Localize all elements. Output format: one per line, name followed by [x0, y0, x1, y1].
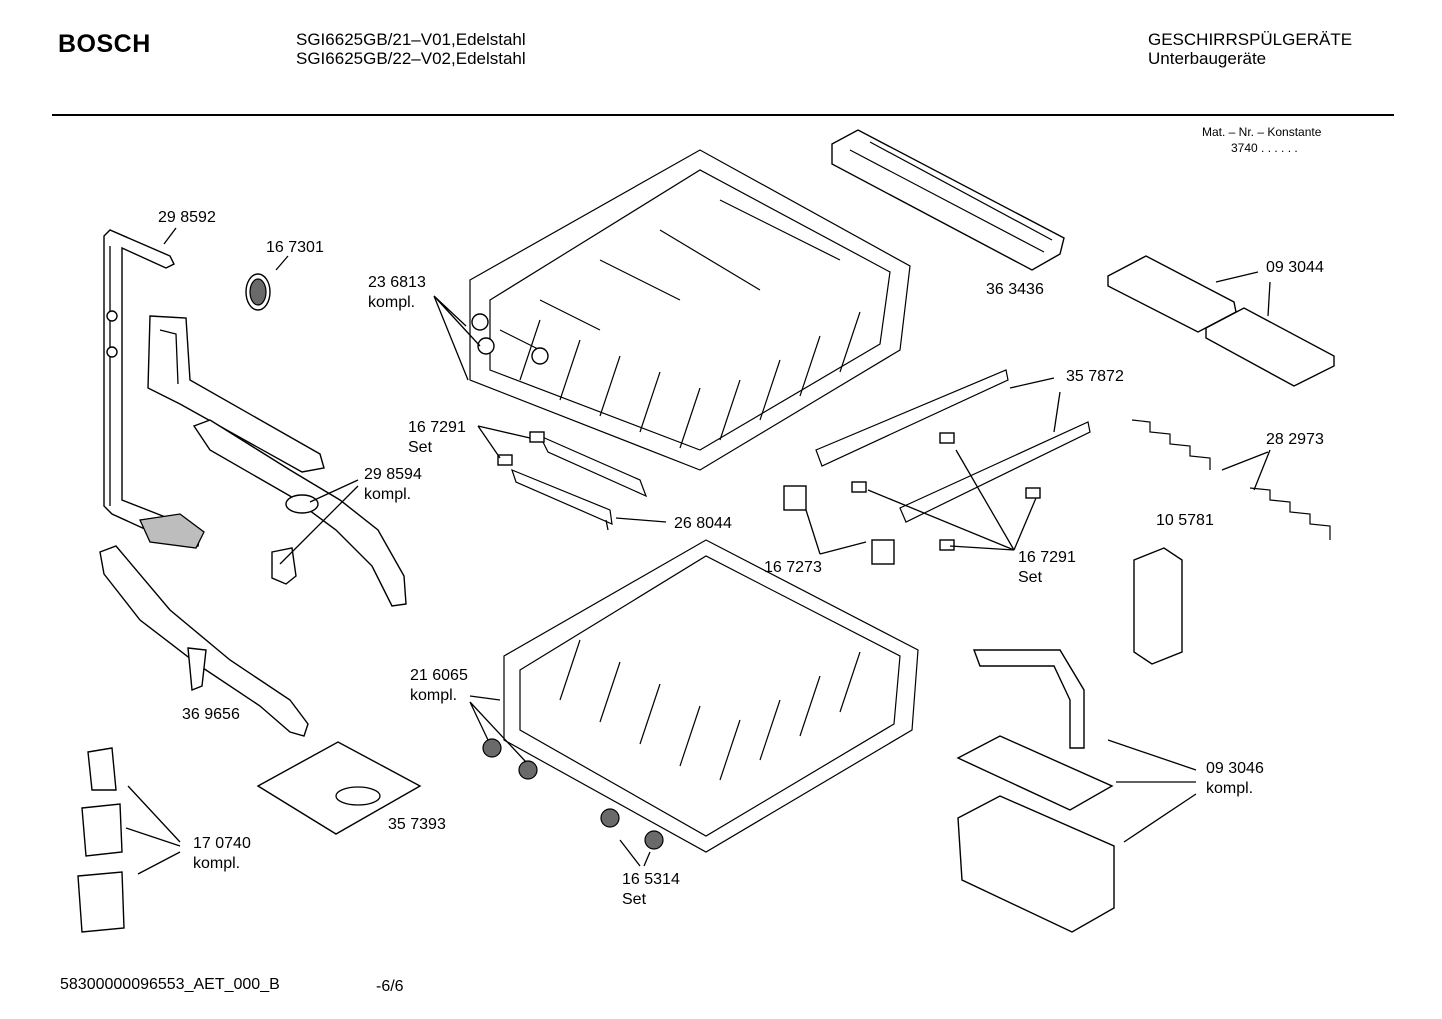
part-qualifier: Set: [1018, 569, 1043, 586]
cutlery-tray: [831, 129, 1065, 271]
part-number: 09 3044: [1266, 259, 1324, 276]
clips: [497, 431, 1041, 565]
tine-rows: [815, 369, 1091, 523]
part-label-167291-lower: 16 7291 Set: [1018, 548, 1076, 588]
part-label-216065: 21 6065 kompl.: [410, 666, 468, 706]
header-divider: [52, 114, 1394, 116]
lower-dish-basket: [503, 539, 919, 853]
lower-spray-arm: [99, 545, 309, 737]
part-label-268044: 26 8044: [674, 514, 732, 534]
spray-pipe-upper: [147, 315, 325, 473]
subcategory-line: Unterbaugeräte: [1148, 49, 1267, 68]
part-qualifier: Set: [622, 891, 647, 908]
part-qualifier: kompl.: [368, 294, 416, 311]
material-constant-value: 3740 . . . . . .: [1231, 141, 1298, 155]
part-label-167301: 16 7301: [266, 238, 324, 258]
part-label-093044: 09 3044: [1266, 258, 1324, 278]
part-label-167273: 16 7273: [764, 558, 822, 578]
part-number: 17 0740: [193, 835, 251, 852]
part-number: 35 7872: [1066, 368, 1124, 385]
part-number: 23 6813: [368, 274, 426, 291]
model-line: SGI6625GB/22–V02,Edelstahl: [296, 49, 526, 68]
cutlery-basket: [956, 649, 1115, 933]
part-qualifier: kompl.: [193, 855, 241, 872]
part-number: 16 7273: [764, 559, 822, 576]
part-number: 16 7291: [1018, 549, 1076, 566]
part-number: 16 7301: [266, 239, 324, 256]
part-label-167291-upper: 16 7291 Set: [408, 418, 466, 458]
part-number: 29 8592: [158, 209, 216, 226]
part-qualifier: kompl.: [1206, 780, 1254, 797]
cup-racks: [1107, 255, 1335, 387]
part-number: 09 3046: [1206, 760, 1264, 777]
appliance-category: GESCHIRRSPÜLGERÄTE Unterbaugeräte: [1148, 30, 1352, 68]
part-number: 10 5781: [1156, 512, 1214, 529]
spray-arm-feed-pipe: [103, 229, 205, 549]
small-tine-rows: [511, 434, 648, 525]
part-label-105781: 10 5781: [1156, 511, 1214, 531]
part-number: 16 7291: [408, 419, 466, 436]
filter-cartridge: [77, 747, 125, 933]
part-number: 36 9656: [182, 706, 240, 723]
part-label-170740: 17 0740 kompl.: [193, 834, 251, 874]
part-label-093046: 09 3046 kompl.: [1206, 759, 1264, 799]
document-id: 58300000096553_AET_000_B: [60, 976, 280, 993]
upper-spray-arm: [192, 419, 407, 607]
page-number: -6/6: [376, 978, 404, 995]
part-qualifier: kompl.: [364, 486, 412, 503]
part-number: 16 5314: [622, 871, 680, 888]
part-number: 36 3436: [986, 281, 1044, 298]
part-label-298592: 29 8592: [158, 208, 216, 228]
part-qualifier: Set: [408, 439, 433, 456]
cutlery-insert: [1133, 547, 1183, 665]
material-constant: Mat. – Nr. – Konstante 3740 . . . . . .: [1202, 124, 1321, 156]
spray-nozzle: [245, 273, 271, 311]
stair-holders: [1131, 419, 1331, 540]
part-label-165314: 16 5314 Set: [622, 870, 680, 910]
basket-wheels: [482, 738, 664, 850]
brand-logo: BOSCH: [58, 30, 151, 58]
part-number: 26 8044: [674, 515, 732, 532]
part-number: 21 6065: [410, 667, 468, 684]
part-label-357393: 35 7393: [388, 815, 446, 835]
part-number: 28 2973: [1266, 431, 1324, 448]
part-number: 35 7393: [388, 816, 446, 833]
filter-plate: [256, 741, 422, 835]
material-constant-label: Mat. – Nr. – Konstante: [1202, 125, 1322, 139]
part-number: 29 8594: [364, 466, 422, 483]
part-label-357872: 35 7872: [1066, 367, 1124, 387]
part-label-369656: 36 9656: [182, 705, 240, 725]
model-line: SGI6625GB/21–V01,Edelstahl: [296, 30, 526, 49]
category-line: GESCHIRRSPÜLGERÄTE: [1148, 30, 1353, 49]
part-label-298594: 29 8594 kompl.: [364, 465, 422, 505]
part-label-236813: 23 6813 kompl.: [368, 273, 426, 313]
upper-dish-basket: [469, 149, 911, 471]
leader-lines: [125, 227, 1271, 875]
part-qualifier: kompl.: [410, 687, 458, 704]
part-label-282973: 28 2973: [1266, 430, 1324, 450]
part-label-363436: 36 3436: [986, 280, 1044, 300]
model-list: SGI6625GB/21–V01,Edelstahl SGI6625GB/22–…: [296, 30, 526, 68]
